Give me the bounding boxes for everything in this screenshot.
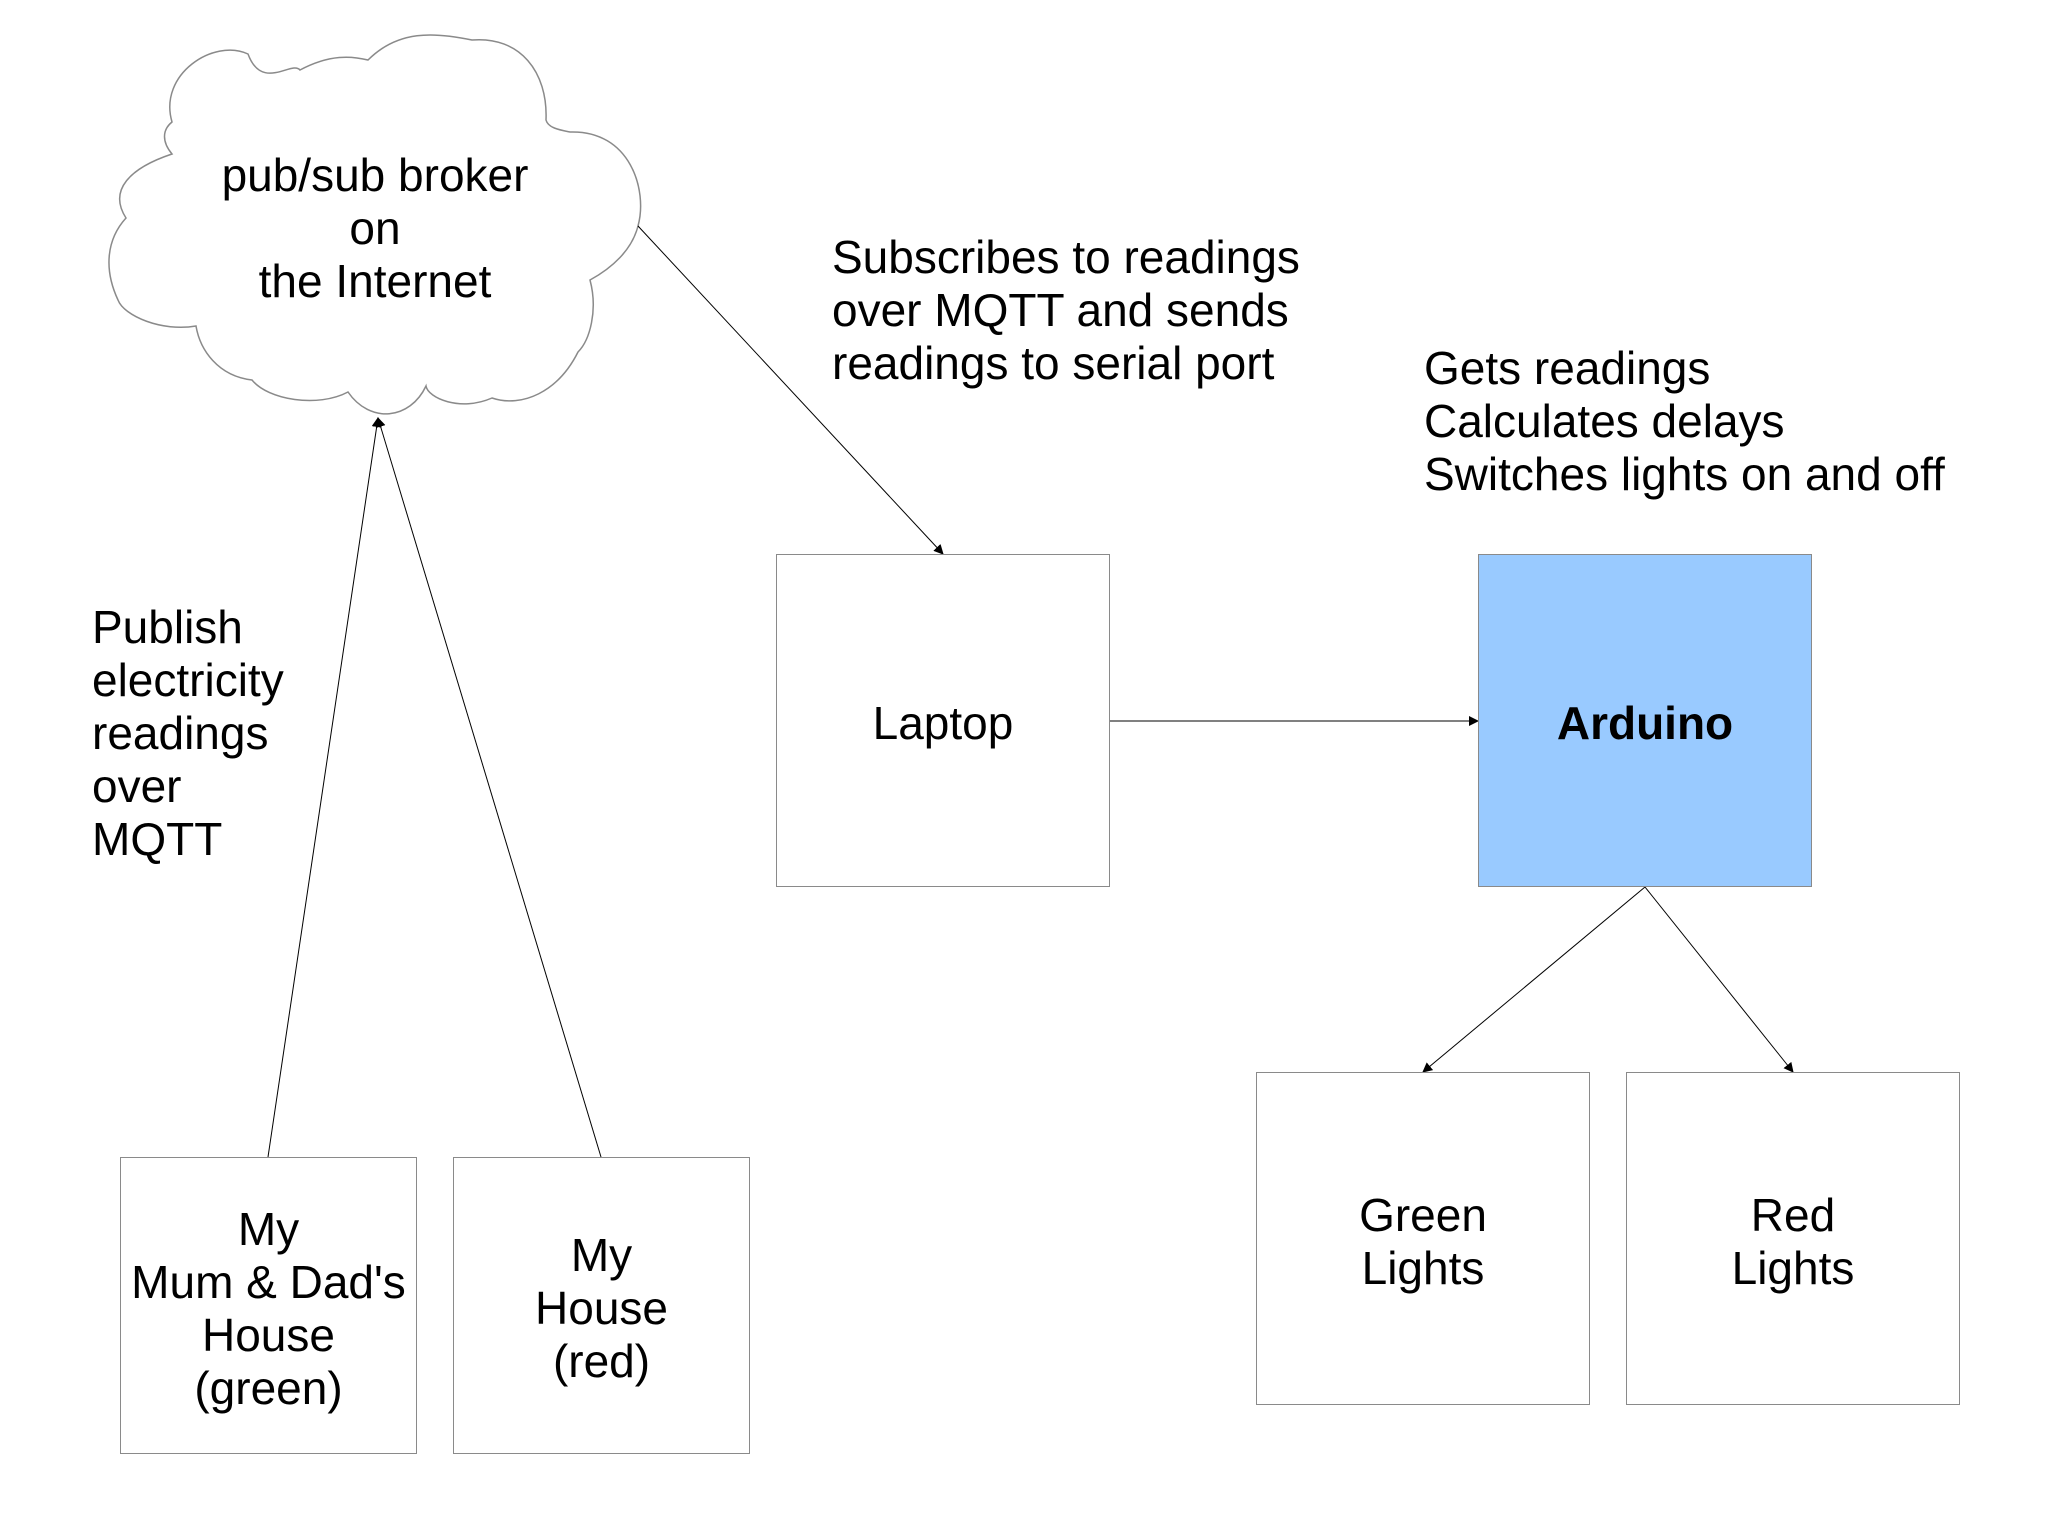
my-house-label: My House (red) [535,1229,668,1387]
arrow-cloud-to-laptop [637,225,944,555]
cloud-shape [108,34,642,415]
green-lights-node: Green Lights [1256,1072,1590,1405]
mum-dad-house-node: My Mum & Dad's House (green) [120,1157,417,1454]
arrow-arduino-to-green-lights [1422,886,1646,1073]
mum-dad-house-label: My Mum & Dad's House (green) [131,1202,406,1414]
cloud-label: pub/sub broker on the Internet [221,149,529,307]
red-lights-label: Red Lights [1731,1188,1855,1294]
my-house-node: My House (red) [453,1157,750,1454]
arduino-label: Arduino [1556,697,1734,749]
arrow-mum-dad-to-cloud [267,417,382,1158]
laptop-annotation: Subscribes to readings over MQTT and sen… [832,231,1300,389]
laptop-node: Laptop [776,554,1110,887]
red-lights-node: Red Lights [1626,1072,1960,1405]
arrow-arduino-to-red-lights [1644,886,1794,1073]
arduino-node: Arduino [1478,554,1812,887]
laptop-label: Laptop [872,697,1014,749]
arduino-annotation: Gets readings Calculates delays Switches… [1424,342,1945,500]
arrow-my-house-to-cloud [375,417,602,1158]
green-lights-label: Green Lights [1359,1188,1487,1294]
publish-annotation: Publish electricity readings over MQTT [92,601,284,865]
